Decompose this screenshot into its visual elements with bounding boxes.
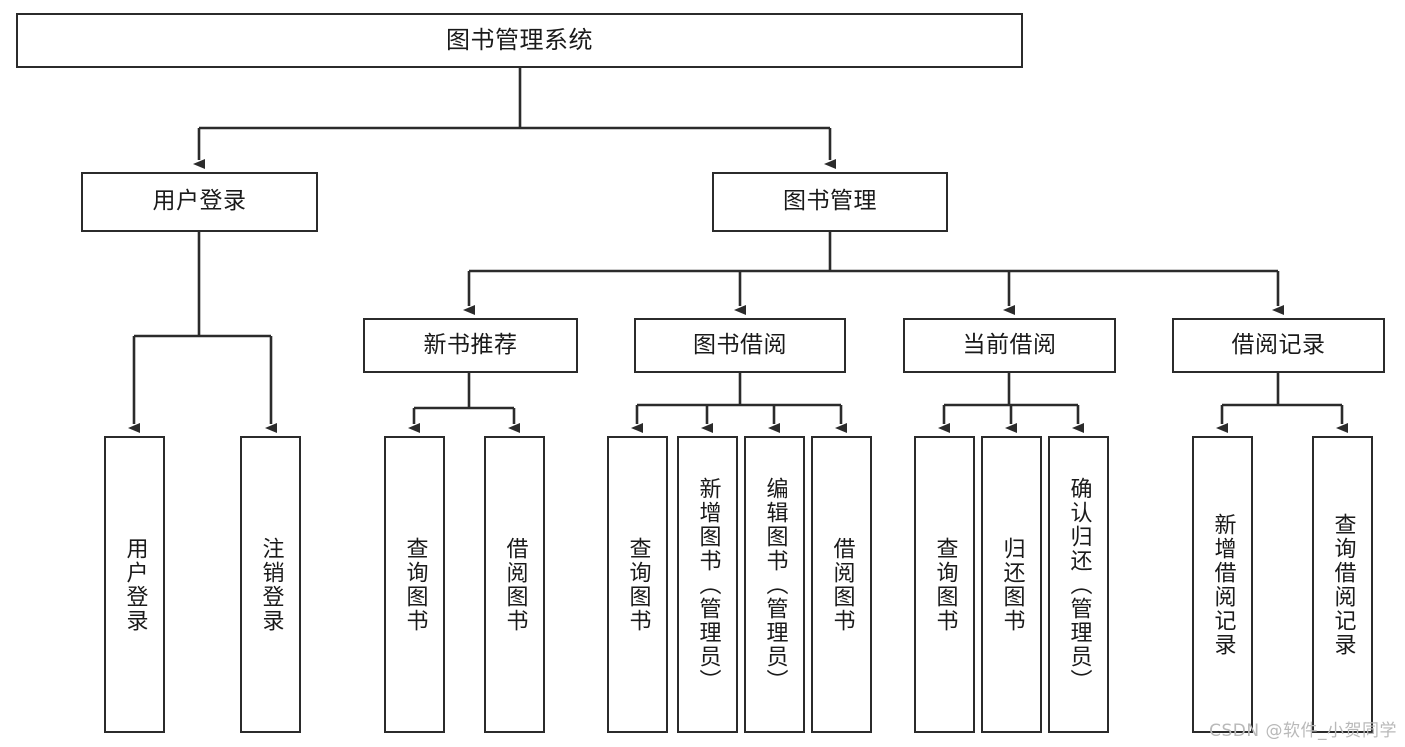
node-level2-0[interactable]: 新书推荐: [363, 318, 578, 373]
node-leaf-11[interactable]: 新增借阅记录: [1192, 436, 1253, 733]
node-leaf-3[interactable]: 借阅图书: [484, 436, 545, 733]
node-label: 归还图书: [999, 536, 1025, 633]
node-label: 新增图书（管理员）: [695, 476, 721, 693]
node-level2-1[interactable]: 图书借阅: [634, 318, 846, 373]
node-label: 借阅记录: [1231, 331, 1326, 358]
node-label: 查询借阅记录: [1330, 512, 1356, 657]
node-leaf-7[interactable]: 借阅图书: [811, 436, 872, 733]
node-leaf-8[interactable]: 查询图书: [914, 436, 975, 733]
node-level1-1[interactable]: 图书管理: [712, 172, 948, 232]
node-leaf-6[interactable]: 编辑图书（管理员）: [744, 436, 805, 733]
node-label: 编辑图书（管理员）: [762, 476, 788, 693]
watermark-label: CSDN @软件_小贺同学: [1209, 721, 1397, 741]
node-leaf-12[interactable]: 查询借阅记录: [1312, 436, 1373, 733]
node-level2-3[interactable]: 借阅记录: [1172, 318, 1385, 373]
node-label: 图书借阅: [693, 331, 787, 358]
node-leaf-0[interactable]: 用户登录: [104, 436, 165, 733]
node-label: 注销登录: [258, 536, 284, 633]
node-label: 查询图书: [625, 536, 651, 633]
node-label: 新增借阅记录: [1210, 512, 1236, 657]
node-label: 用户登录: [122, 536, 148, 633]
node-label: 确认归还（管理员）: [1066, 476, 1092, 693]
node-label: 当前借阅: [962, 331, 1057, 358]
node-label: 查询图书: [932, 536, 958, 633]
node-leaf-4[interactable]: 查询图书: [607, 436, 668, 733]
node-leaf-5[interactable]: 新增图书（管理员）: [677, 436, 738, 733]
node-level2-2[interactable]: 当前借阅: [903, 318, 1116, 373]
node-label: 借阅图书: [502, 536, 528, 633]
node-label: 图书管理: [783, 188, 877, 215]
node-leaf-9[interactable]: 归还图书: [981, 436, 1042, 733]
node-label: 图书管理系统: [446, 26, 593, 55]
node-label: 用户登录: [152, 188, 247, 215]
node-leaf-2[interactable]: 查询图书: [384, 436, 445, 733]
node-leaf-1[interactable]: 注销登录: [240, 436, 301, 733]
node-label: 借阅图书: [829, 536, 855, 633]
node-label: 查询图书: [402, 536, 428, 633]
node-leaf-10[interactable]: 确认归还（管理员）: [1048, 436, 1109, 733]
node-root-图书管理系统[interactable]: 图书管理系统: [16, 13, 1023, 68]
node-label: 新书推荐: [423, 331, 518, 358]
node-level1-0[interactable]: 用户登录: [81, 172, 318, 232]
